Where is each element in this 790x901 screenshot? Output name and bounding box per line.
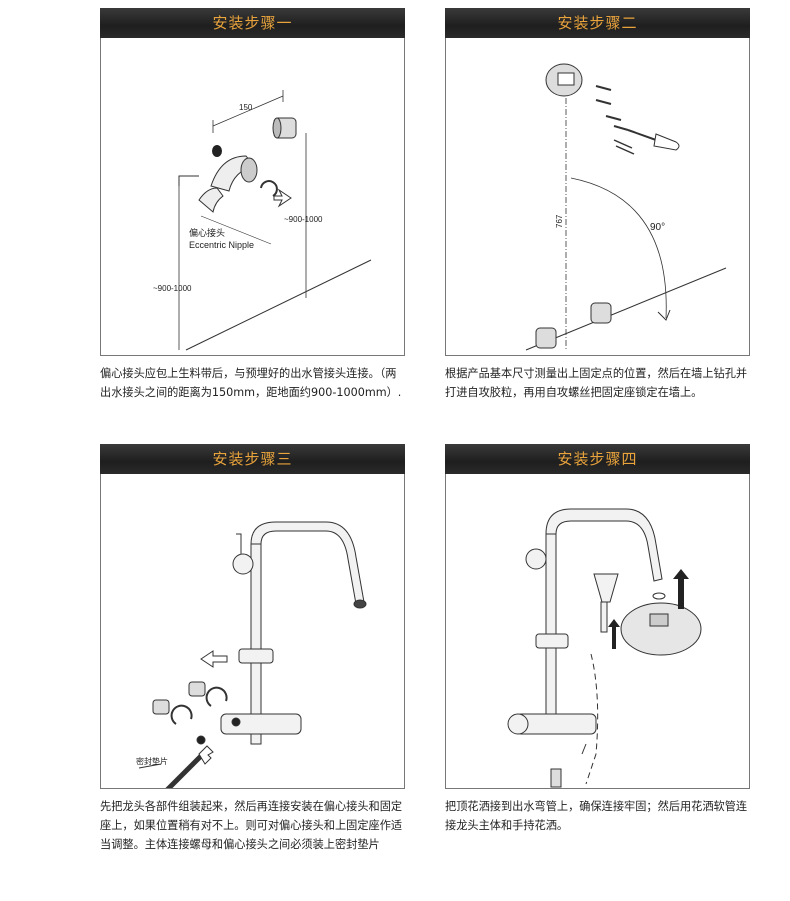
height-label: 767 — [555, 214, 564, 228]
wall-mount-seat-icon — [545, 63, 583, 97]
snap-ring-icon — [260, 180, 278, 197]
spacing-label: 150 — [239, 103, 253, 112]
part-label-cn: 偏心接头 — [189, 227, 225, 239]
step-2-title: 安装步骤二 — [445, 8, 750, 38]
step-1-title: 安装步骤一 — [100, 8, 405, 38]
step-3-title: 安装步骤三 — [100, 444, 405, 474]
step-2-panel: 安装步骤二 767 — [445, 8, 750, 402]
eccentric-nipple-parts-icon — [152, 681, 241, 745]
arrow-icon — [200, 650, 228, 668]
step-4-title: 安装步骤四 — [445, 444, 750, 474]
up-arrow-icon — [608, 619, 620, 649]
hand-shower-icon — [593, 573, 619, 633]
angle-label: 90° — [650, 222, 665, 233]
step-4-diagram — [445, 474, 750, 789]
shower-riser-icon — [507, 508, 663, 735]
step-4-panel: 安装步骤四 — [445, 444, 750, 835]
rain-shower-head-icon — [620, 592, 702, 656]
step-3-description: 先把龙头各部件组装起来，然后再连接安装在偏心接头和固定座上，如果位置稍有对不上。… — [100, 800, 403, 851]
step-1-description: 偏心接头应包上生料带后，与预埋好的出水管接头连接。（两出水接头之间的距离为150… — [100, 367, 402, 399]
step-2-illustration: 767 90° — [525, 63, 727, 351]
step-1-diagram: 150 偏心接头 Eccentric Nipple ~900-1 — [100, 38, 405, 356]
step-2-diagram: 767 90° — [445, 38, 750, 356]
wrench-icon — [165, 745, 214, 788]
height-left-label: ~900-1000 — [153, 284, 192, 293]
step-2-description: 根据产品基本尺寸测量出上固定点的位置，然后在墙上钻孔并打进自攻胶粒，再用自攻螺丝… — [445, 367, 748, 399]
step-1-panel: 安装步骤一 150 — [100, 8, 405, 402]
height-right-label: ~900-1000 — [284, 215, 323, 224]
step-3-diagram: 密封垫片 — [100, 474, 405, 789]
gasket-icon — [212, 145, 222, 157]
step-3-panel: 安装步骤三 — [100, 444, 405, 854]
step-4-illustration — [507, 508, 702, 788]
part-label-en: Eccentric Nipple — [189, 240, 254, 250]
step-1-illustration: 150 偏心接头 Eccentric Nipple ~900-1 — [153, 90, 372, 351]
eccentric-nipple-icon — [198, 155, 258, 213]
step-3-illustration: 密封垫片 — [136, 521, 367, 788]
pipe-fittings-icon — [535, 302, 612, 349]
pipe-fitting-right-icon — [272, 117, 297, 139]
hose-connector-icon — [550, 768, 562, 788]
up-arrow-icon — [673, 569, 689, 609]
shower-riser-icon — [220, 521, 367, 745]
screwdriver-icon — [627, 129, 680, 151]
screws-icon — [595, 85, 629, 131]
arrow-icon — [273, 188, 292, 208]
gasket-label: 密封垫片 — [136, 756, 168, 766]
step-4-description: 把顶花洒接到出水弯管上，确保连接牢固；然后用花洒软管连接龙头主体和手持花洒。 — [445, 800, 748, 832]
